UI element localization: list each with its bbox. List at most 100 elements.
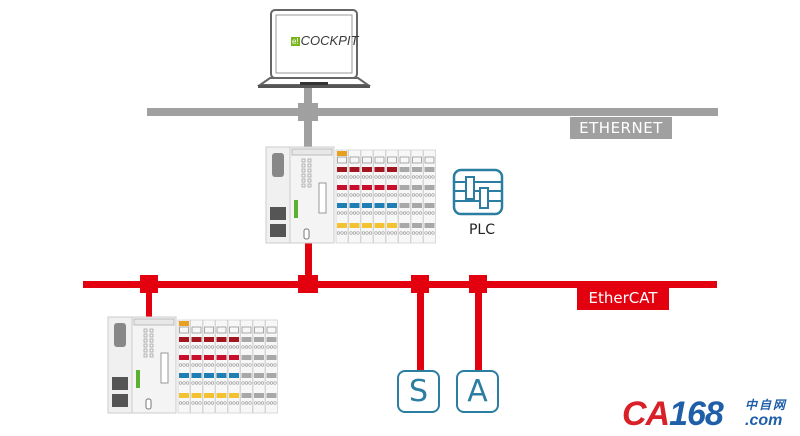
io-terminal-strip [191,355,202,360]
io-terminal-hole [232,401,236,405]
cockpit-badge: e! [291,37,300,46]
status-led [307,178,312,183]
io-terminal-strip [337,167,347,172]
io-terminal-strip [412,185,422,190]
io-terminal-hole [185,345,190,349]
io-terminal-hole [216,363,220,367]
io-terminal-strip [241,355,252,360]
io-terminal-strip [362,223,372,228]
status-led [149,343,154,348]
status-led [301,173,306,178]
ethercat-junction-a [469,275,487,293]
io-terminal-hole [415,211,419,215]
io-terminal-strip [216,373,227,378]
io-terminal-strip [191,337,202,342]
io-terminal-hole [228,345,233,349]
io-terminal-hole [194,401,199,405]
ethercat-junction-plc [298,275,318,293]
io-terminal-hole [273,381,277,385]
io-terminal-hole [343,231,348,235]
ethernet-junction [298,103,318,121]
io-terminal-hole [393,175,398,179]
io-terminal-hole [406,211,410,215]
io-label-slot [241,326,252,334]
io-terminal-hole [402,175,407,179]
io-terminal-hole [368,193,373,197]
io-terminal-hole [343,211,348,215]
logo-side-text: 中自网 .com [745,399,787,429]
dsub-port [114,323,126,347]
io-terminal-hole [203,381,208,385]
io-terminal-hole [223,363,227,367]
io-terminal-strip [254,393,264,398]
io-terminal-hole [241,401,245,405]
io-terminal-hole [266,401,270,405]
io-terminal-hole [402,231,407,235]
io-terminal-strip [399,223,410,228]
io-terminal-hole [223,345,227,349]
io-terminal-hole [223,401,227,405]
io-terminal-strip [387,203,397,208]
io-terminal-hole [232,381,236,385]
io-terminal-hole [257,363,261,367]
io-terminal-hole [386,175,391,179]
io-terminal-hole [244,381,249,385]
io-terminal-hole [390,193,394,197]
io-terminal-hole [194,363,199,367]
io-terminal-hole [182,381,186,385]
io-terminal-hole [260,401,265,405]
io-terminal-strip [349,167,360,172]
io-terminal-hole [381,211,385,215]
usb-port [145,398,152,410]
io-terminal-hole [257,401,261,405]
controller-head [131,316,177,414]
io-terminal-hole [219,363,224,367]
io-terminal-hole [336,211,341,215]
io-terminal-hole [393,193,398,197]
io-terminal-hole [269,401,274,405]
io-terminal-hole [424,193,428,197]
io-label-slot [349,156,360,164]
io-terminal-strip [254,355,264,360]
io-terminal-hole [253,345,258,349]
io-terminal-hole [374,193,378,197]
io-terminal-hole [343,193,348,197]
io-terminal-hole [232,363,236,367]
ethercat-bus [83,242,717,370]
io-terminal-strip [424,167,435,172]
io-terminal-hole [343,175,348,179]
io-terminal-hole [431,231,435,235]
io-terminal-strip [337,185,347,190]
io-terminal-hole [257,345,261,349]
io-terminal-hole [178,401,183,405]
io-terminal-hole [336,175,341,179]
sd-card-slot [318,182,327,214]
status-led [143,348,148,353]
io-terminal-hole [415,231,419,235]
io-terminal-hole [399,175,403,179]
io-terminal-hole [390,211,394,215]
io-label-slot [216,326,227,334]
ethernet-line [147,108,718,116]
io-terminal-strip [191,393,202,398]
status-led [143,333,148,338]
controller-top-bar [291,148,333,156]
controller-main [265,146,436,244]
io-terminal-hole [216,345,220,349]
status-led [307,163,312,168]
status-led [143,343,148,348]
status-led [149,348,154,353]
io-terminal-hole [427,231,432,235]
io-terminal-hole [248,401,252,405]
io-terminal-strip [387,167,397,172]
io-terminal-hole [411,175,416,179]
io-terminal-strip [424,203,435,208]
io-terminal-hole [368,175,373,179]
io-terminal-hole [365,193,369,197]
io-terminal-hole [235,345,240,349]
io-terminal-strip [424,223,435,228]
io-terminal-strip [266,393,277,398]
io-terminal-hole [386,211,391,215]
io-terminal-hole [260,363,265,367]
sensor-node: S [397,370,440,413]
